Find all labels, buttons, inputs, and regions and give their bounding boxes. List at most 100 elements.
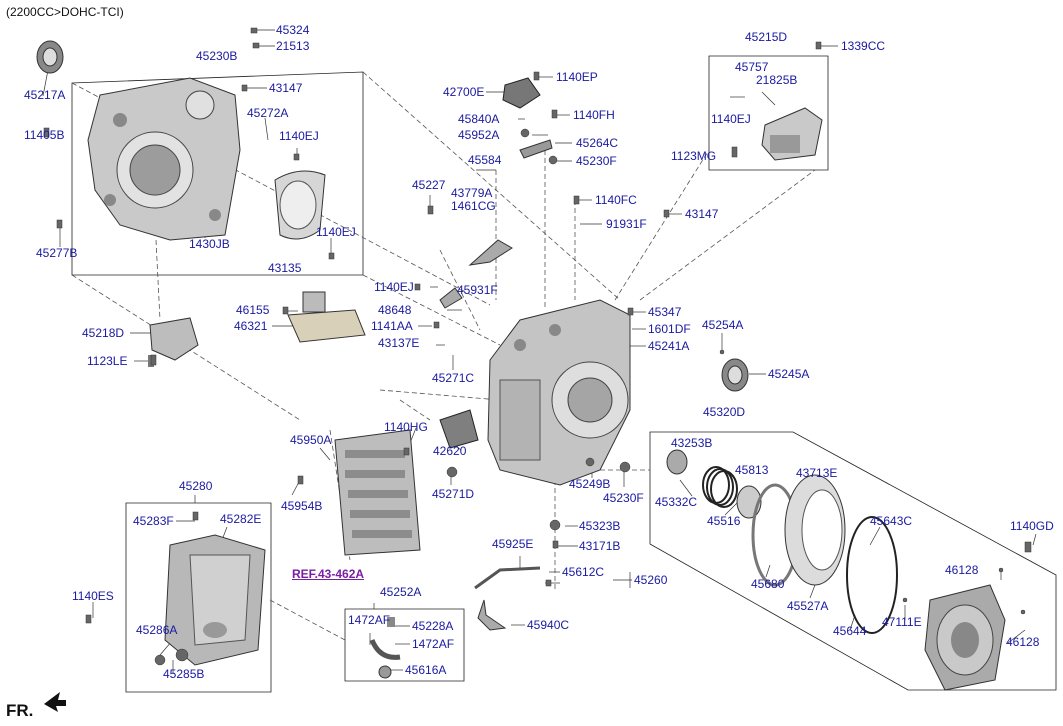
part-label[interactable]: 45271D — [432, 487, 475, 501]
part-label[interactable]: 45252A — [380, 585, 422, 599]
part-label[interactable]: 11405B — [24, 128, 65, 142]
part-label[interactable]: 45680 — [751, 577, 785, 591]
part-label[interactable]: 43147 — [685, 207, 719, 221]
part-label[interactable]: 45230F — [603, 491, 644, 505]
part-label[interactable]: 43713E — [796, 466, 838, 480]
part-label[interactable]: 1141AA — [371, 319, 413, 333]
part-label[interactable]: 45286A — [136, 623, 178, 637]
part-label[interactable]: 45282E — [220, 512, 262, 526]
part-label[interactable]: 45249B — [569, 477, 611, 491]
part-label[interactable]: 45516 — [707, 514, 741, 528]
part-label[interactable]: 45757 — [735, 60, 769, 74]
part-label[interactable]: 1140FC — [595, 193, 637, 207]
part-label[interactable]: 42700E — [443, 85, 485, 99]
part-label[interactable]: 1601DF — [648, 322, 691, 336]
part-label[interactable]: 1339CC — [841, 39, 886, 53]
part-label[interactable]: 45612C — [562, 565, 605, 579]
solenoid-box — [708, 55, 829, 171]
part-label[interactable]: 1123LE — [87, 354, 128, 368]
part-label[interactable]: 45277B — [36, 246, 78, 260]
part-label[interactable]: 45217A — [24, 88, 66, 102]
part-label[interactable]: 45215D — [745, 30, 788, 44]
part-label[interactable]: 45324 — [276, 23, 310, 37]
part-label[interactable]: 42620 — [433, 444, 467, 458]
part-label[interactable]: 1140EJ — [374, 280, 414, 294]
part-label[interactable]: 43779A — [451, 186, 493, 200]
part-label[interactable]: 45271C — [432, 371, 475, 385]
part-label[interactable]: 1140ES — [72, 589, 114, 603]
part-label[interactable]: 45320D — [703, 405, 746, 419]
shift-lever-part — [439, 139, 553, 309]
part-label[interactable]: 43171B — [579, 539, 621, 553]
part-label[interactable]: 1140EP — [556, 70, 598, 84]
part-label[interactable]: 47111E — [882, 615, 922, 629]
part-label[interactable]: 21825B — [756, 73, 798, 87]
part-label[interactable]: 45931F — [457, 283, 498, 297]
part-label[interactable]: 45643C — [870, 514, 913, 528]
part-label[interactable]: 45228A — [412, 619, 454, 633]
part-label[interactable]: 45323B — [579, 519, 621, 533]
part-label[interactable]: 45616A — [405, 663, 447, 677]
part-label[interactable]: 45952A — [458, 128, 500, 142]
part-label[interactable]: 45925E — [492, 537, 534, 551]
part-label[interactable]: 1461CG — [451, 199, 496, 213]
part-label[interactable]: 45950A — [290, 433, 332, 447]
part-label[interactable]: 21513 — [276, 39, 310, 53]
part-label[interactable]: 45264C — [576, 136, 619, 150]
part-label[interactable]: 91931F — [606, 217, 647, 231]
part-label[interactable]: 43137E — [378, 336, 420, 350]
oil-pump-box — [344, 608, 465, 682]
part-label[interactable]: 45813 — [735, 463, 769, 477]
part-label[interactable]: 1140EJ — [316, 225, 356, 239]
part-label[interactable]: 45527A — [787, 599, 829, 613]
part-label[interactable]: 46155 — [236, 303, 270, 317]
reference-link[interactable]: REF.43-462A — [292, 567, 365, 581]
part-label[interactable]: 45285B — [163, 667, 205, 681]
part-label[interactable]: 45584 — [468, 153, 502, 167]
part-label[interactable]: 45230F — [576, 154, 617, 168]
part-label[interactable]: 1430JB — [189, 237, 230, 251]
valve-body-box — [125, 502, 272, 693]
part-label[interactable]: 1140FH — [573, 108, 615, 122]
part-label[interactable]: 1140EJ — [711, 112, 751, 126]
part-label[interactable]: 46128 — [1006, 635, 1040, 649]
part-label[interactable]: 45218D — [82, 326, 125, 340]
part-label[interactable]: 46128 — [945, 563, 979, 577]
oil-filter-part — [287, 291, 366, 343]
part-label[interactable]: 1140HG — [384, 420, 428, 434]
transmission-case-part — [487, 299, 631, 486]
part-label[interactable]: 43135 — [268, 261, 302, 275]
part-label[interactable]: 45241A — [648, 339, 690, 353]
part-label[interactable]: 45272A — [247, 106, 289, 120]
solenoid-valve-part — [761, 107, 823, 161]
oil-pump-tube-part — [369, 617, 401, 679]
part-label[interactable]: 45230B — [196, 49, 238, 63]
clutch-group-box — [649, 431, 1057, 691]
part-label[interactable]: 1140GD — [1010, 519, 1054, 533]
part-label[interactable]: 43253B — [671, 436, 713, 450]
part-label[interactable]: 45283F — [133, 514, 174, 528]
part-label[interactable]: 1123MG — [671, 149, 717, 163]
part-label[interactable]: 43147 — [269, 81, 303, 95]
part-label[interactable]: 45260 — [634, 573, 668, 587]
arrow-icon — [44, 692, 66, 712]
part-label[interactable]: 45227 — [412, 178, 446, 192]
part-label[interactable]: 1140EJ — [279, 129, 319, 143]
oil-pan-part — [164, 534, 266, 666]
part-label[interactable]: 45280 — [179, 479, 213, 493]
part-label[interactable]: 45954B — [281, 499, 323, 513]
part-label[interactable]: 45245A — [768, 367, 810, 381]
part-label[interactable]: 45940C — [527, 618, 570, 632]
page-title: (2200CC>DOHC-TCI) — [6, 5, 124, 19]
part-label[interactable]: 45347 — [648, 305, 682, 319]
part-label[interactable]: 48648 — [378, 303, 412, 317]
part-label[interactable]: 45332C — [655, 495, 698, 509]
part-label[interactable]: 1472AF — [348, 613, 391, 627]
part-label[interactable]: 46321 — [234, 319, 268, 333]
oil-seal-part — [36, 40, 64, 74]
part-label[interactable]: 45840A — [458, 112, 500, 126]
part-label[interactable]: 45644 — [833, 624, 867, 638]
part-label[interactable]: 1472AF — [412, 637, 455, 651]
part-label[interactable]: 45254A — [702, 318, 744, 332]
